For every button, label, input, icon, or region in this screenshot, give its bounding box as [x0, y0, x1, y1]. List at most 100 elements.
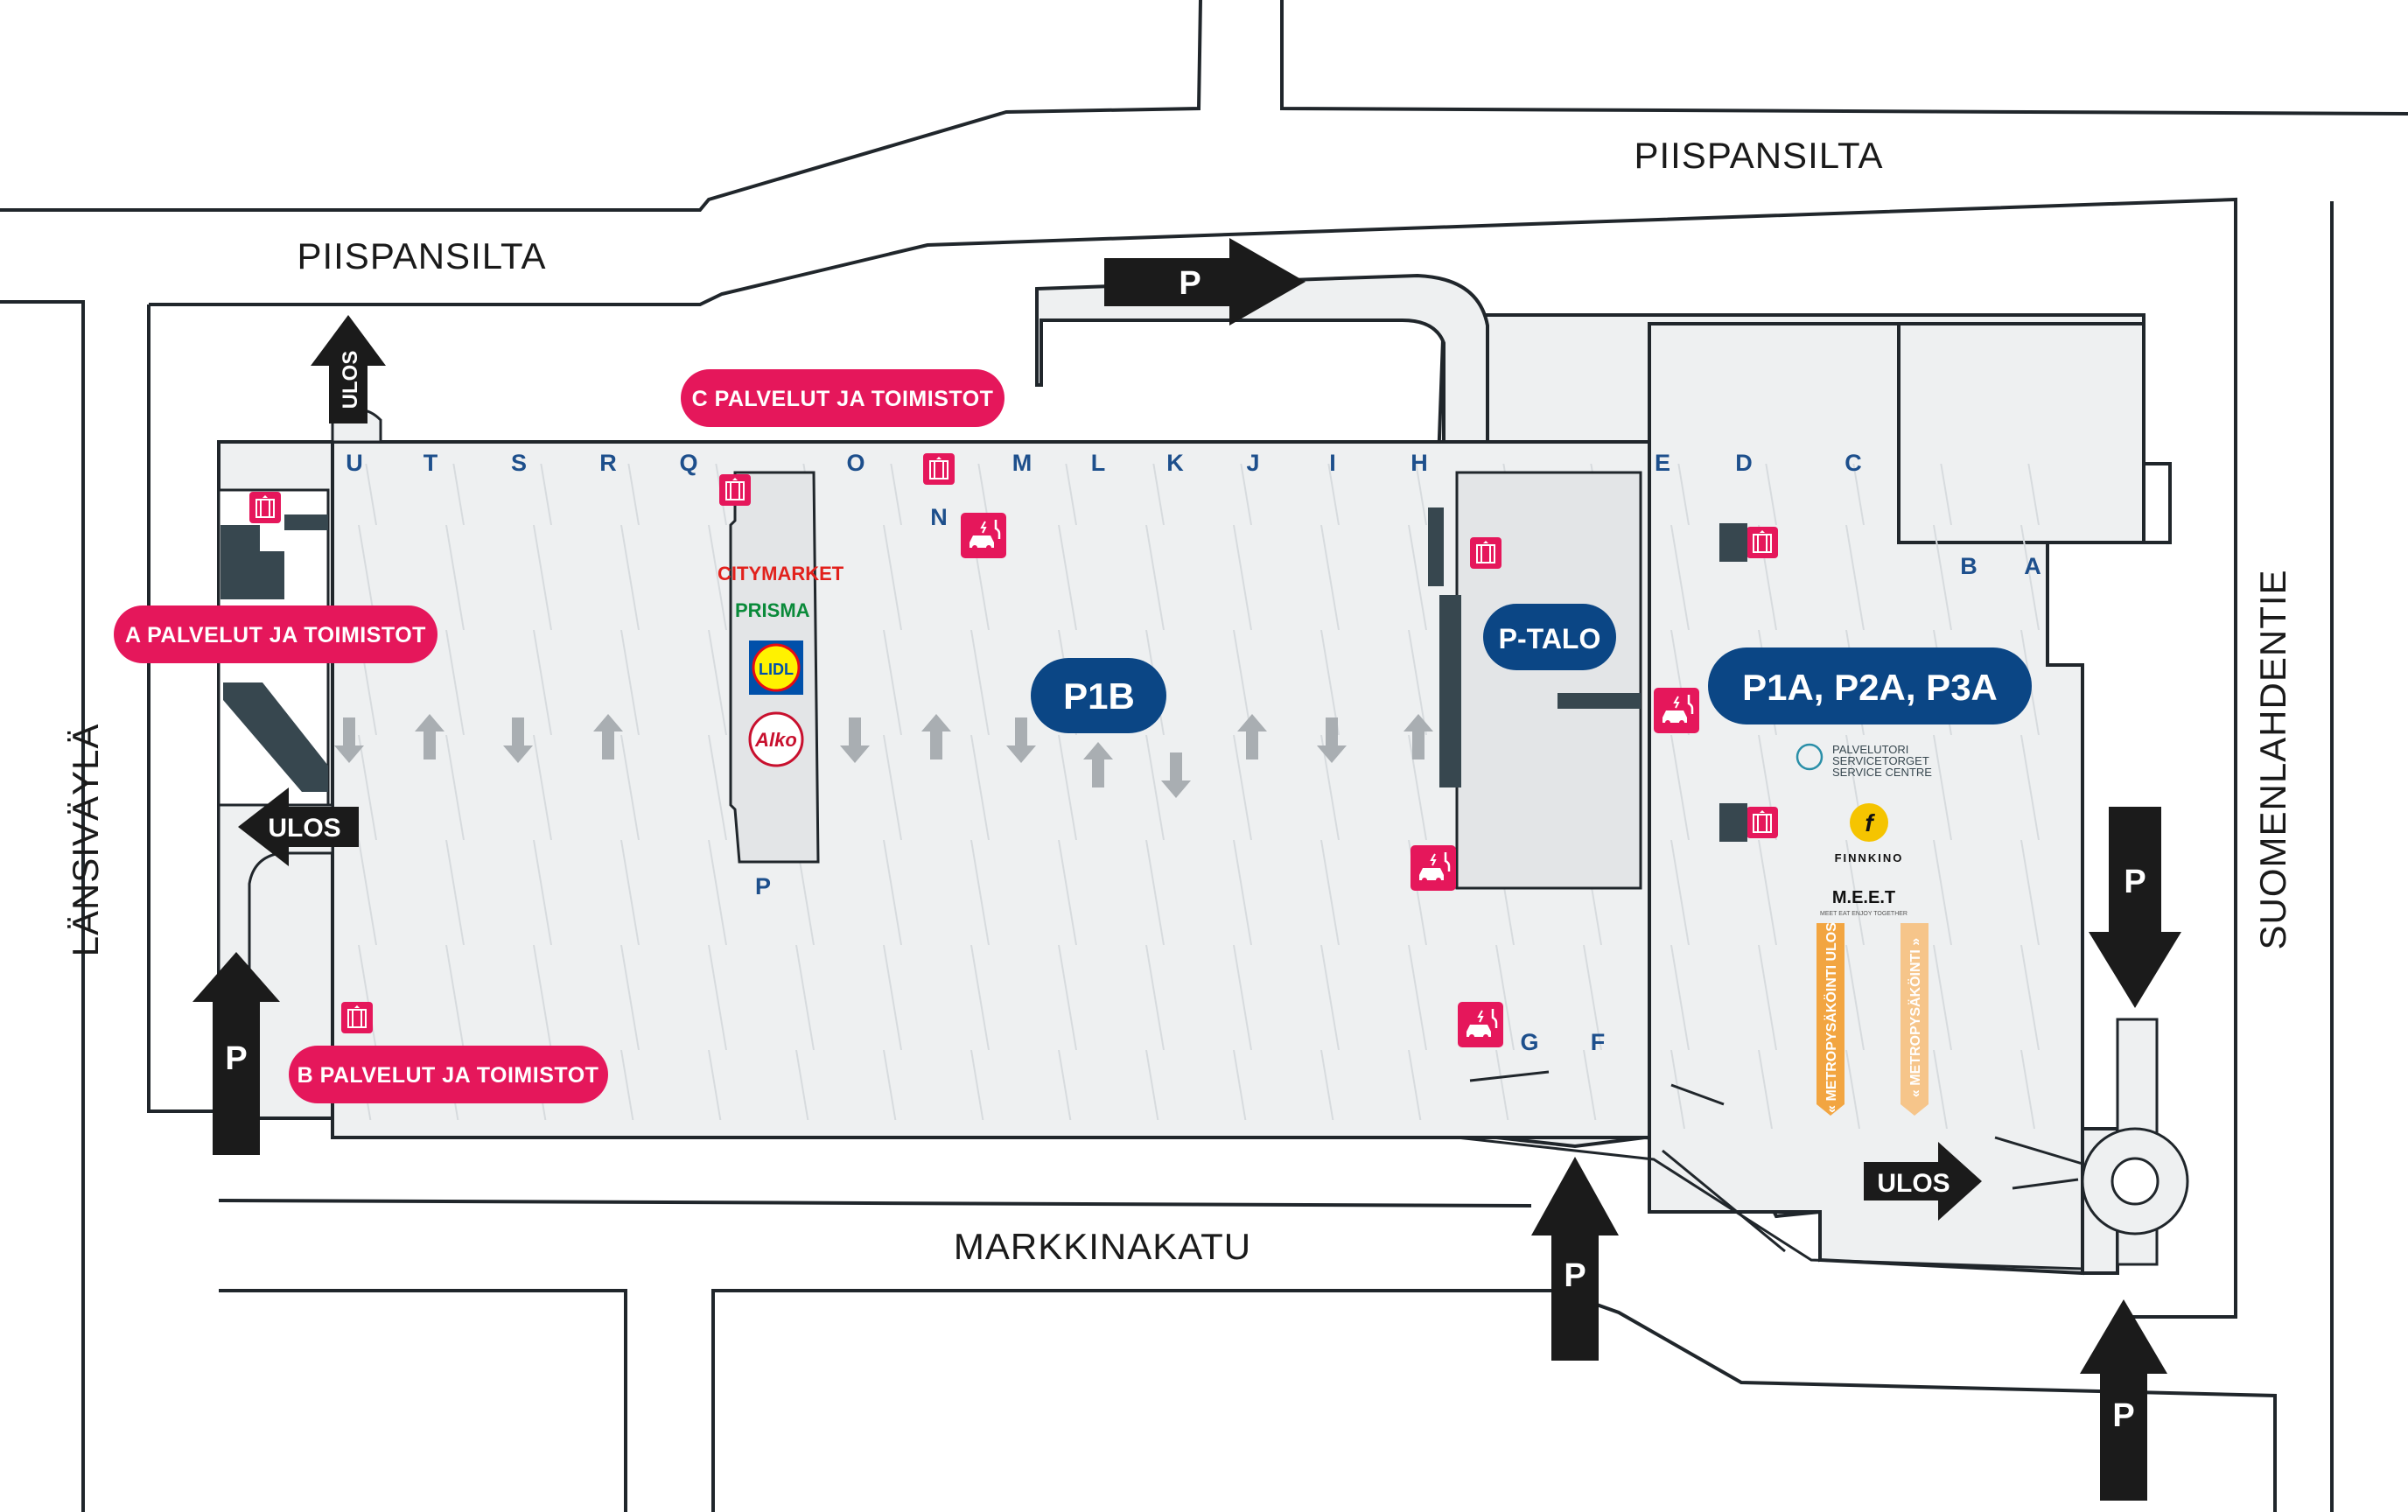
exit-arrow-top[interactable]: ULOS: [311, 315, 386, 424]
traffic-direction-arrow-icon: [1237, 714, 1267, 760]
finnkino-logo: f FINNKINO: [1835, 803, 1901, 864]
traffic-direction-arrow-icon: [503, 718, 533, 763]
zone-label-ptalo-text: P-TALO: [1499, 623, 1601, 654]
traffic-direction-arrow-icon: [1317, 718, 1347, 763]
service-label-c-text: C PALVELUT JA TOIMISTOT: [692, 387, 994, 411]
row-letter-t: T: [424, 450, 438, 476]
row-letter-p: P: [755, 873, 771, 900]
ev-charging-icon: [1458, 1002, 1503, 1047]
street-name-piispansilta: PIISPANSILTA: [1634, 135, 1883, 176]
parking-entry-arrow-right-down-text: P: [2124, 864, 2146, 900]
row-letter-q: Q: [679, 450, 697, 476]
zone-label-ptalo[interactable]: P-TALO: [1483, 604, 1616, 670]
traffic-direction-arrow-icon: [593, 714, 623, 760]
street-name-suomenlahdentie: SUOMENLAHDENTIE: [2252, 569, 2293, 949]
row-letter-j: J: [1246, 450, 1259, 476]
street-names: PIISPANSILTA PIISPANSILTA MARKKINAKATU L…: [65, 135, 2293, 1267]
zone-label-p1a-text: P1A, P2A, P3A: [1742, 667, 1998, 708]
palvelutori-line-3: SERVICE CENTRE: [1832, 766, 1932, 779]
row-letter-u: U: [346, 450, 363, 476]
row-letter-k: K: [1166, 450, 1184, 476]
traffic-direction-arrow-icon: [840, 718, 870, 763]
row-letter-r: R: [599, 450, 617, 476]
elevator-icon: [249, 492, 281, 523]
row-letter-a: A: [2024, 553, 2041, 579]
row-letter-b: B: [1960, 553, 1978, 579]
traffic-direction-arrow-icon: [1404, 714, 1433, 760]
traffic-direction-arrow-icon: [1006, 718, 1036, 763]
metro-parking-exit-text: « METROPYSÄKÖINTI ULOS: [1823, 922, 1839, 1113]
service-label-a-text: A PALVELUT JA TOIMISTOT: [125, 623, 426, 648]
parking-entry-arrow-bottom-text: P: [1564, 1257, 1586, 1294]
service-label-a[interactable]: A PALVELUT JA TOIMISTOT: [114, 606, 438, 663]
palvelutori-line-2: SERVICETORGET: [1832, 754, 1929, 767]
alko-logo: Alko: [748, 711, 804, 767]
exit-arrow-icon: [311, 315, 386, 424]
row-letter-e: E: [1655, 450, 1670, 476]
metro-parking-text: « METROPYSÄKÖINTI »: [1907, 938, 1923, 1097]
palvelutori-line-1: PALVELUTORI: [1832, 743, 1908, 756]
parking-entry-arrow-icon: [1531, 1157, 1619, 1361]
parking-entry-arrow-icon: [2089, 807, 2181, 1008]
row-letter-l: L: [1091, 450, 1106, 476]
parking-lot: [217, 273, 2189, 1276]
parking-entry-arrow-right-down[interactable]: P: [2089, 807, 2181, 1008]
parking-entry-arrow-icon: [192, 952, 280, 1155]
metro-parking-exit-banner: « METROPYSÄKÖINTI ULOS: [1816, 922, 1844, 1116]
traffic-direction-arrow-icon: [1083, 742, 1113, 788]
row-letter-s: S: [511, 450, 527, 476]
ev-charging-icon: [1654, 688, 1699, 733]
parking-entry-arrow-top-text: P: [1179, 265, 1200, 302]
elevator-icon: [1746, 807, 1778, 838]
exit-arrow-left-text: ULOS: [268, 814, 340, 843]
row-letter-c: C: [1844, 450, 1862, 476]
exit-arrow-icon: [238, 788, 359, 866]
traffic-direction-arrows: [334, 714, 1433, 798]
elevator-icon: [1470, 537, 1502, 569]
parking-entry-arrow-icon: [1104, 238, 1306, 326]
row-letter-i: I: [1329, 450, 1336, 476]
traffic-direction-arrow-icon: [415, 714, 444, 760]
ev-charging-icon: [961, 513, 1006, 558]
elevator-icon: [923, 453, 955, 485]
zone-label-p1a[interactable]: P1A, P2A, P3A: [1708, 648, 2032, 724]
meet-logo-subtext: MEET EAT ENJOY TOGETHER: [1820, 911, 1908, 917]
traffic-direction-arrow-icon: [334, 718, 364, 763]
exit-arrow-left[interactable]: ULOS: [238, 788, 359, 866]
traffic-direction-arrow-icon: [921, 714, 951, 760]
street-name-piispansilta: PIISPANSILTA: [297, 235, 546, 276]
alko-logo-text: Alko: [754, 729, 797, 751]
street-name-markkinakatu: MARKKINAKATU: [954, 1226, 1251, 1267]
lidl-logo: LIDL: [749, 640, 803, 695]
elevator-icon: [1746, 527, 1778, 558]
meet-logo: M.E.E.T MEET EAT ENJOY TOGETHER: [1820, 888, 1908, 917]
row-letters: U T S R Q O M L K J I H E D C N P B A G …: [346, 450, 2041, 1055]
exit-arrow-top-text: ULOS: [339, 351, 362, 410]
row-letter-o: O: [846, 450, 864, 476]
row-letter-f: F: [1591, 1029, 1606, 1055]
parking-entry-arrow-top[interactable]: P: [1104, 238, 1306, 326]
service-label-b[interactable]: B PALVELUT JA TOIMISTOT: [289, 1046, 608, 1103]
elevator-icon: [719, 474, 751, 506]
traffic-direction-arrow-icon: [1161, 752, 1191, 798]
parking-entry-arrow-right-up[interactable]: P: [2080, 1299, 2167, 1501]
parking-entry-arrow-left[interactable]: P: [192, 952, 280, 1155]
svg-text:f: f: [1865, 809, 1875, 836]
row-letter-g: G: [1520, 1029, 1538, 1055]
citymarket-logo: CITYMARKET: [718, 563, 844, 584]
ev-charging-icons: [961, 513, 1699, 1047]
row-letter-n: N: [930, 504, 948, 530]
meet-logo-text: M.E.E.T: [1832, 888, 1895, 907]
exit-arrow-bottom-right[interactable]: ULOS: [1864, 1142, 1982, 1221]
zone-label-p1b[interactable]: P1B: [1031, 658, 1166, 733]
service-label-c[interactable]: C PALVELUT JA TOIMISTOT: [681, 369, 1004, 427]
metro-parking-banner: « METROPYSÄKÖINTI »: [1900, 923, 1928, 1116]
parking-entry-arrow-bottom[interactable]: P: [1531, 1157, 1619, 1361]
elevator-icons: [249, 453, 1778, 1033]
elevator-icon: [341, 1002, 373, 1033]
parking-entry-arrow-right-up-text: P: [2112, 1397, 2134, 1434]
parking-entry-arrow-left-text: P: [225, 1040, 247, 1077]
row-letter-m: M: [1012, 450, 1032, 476]
